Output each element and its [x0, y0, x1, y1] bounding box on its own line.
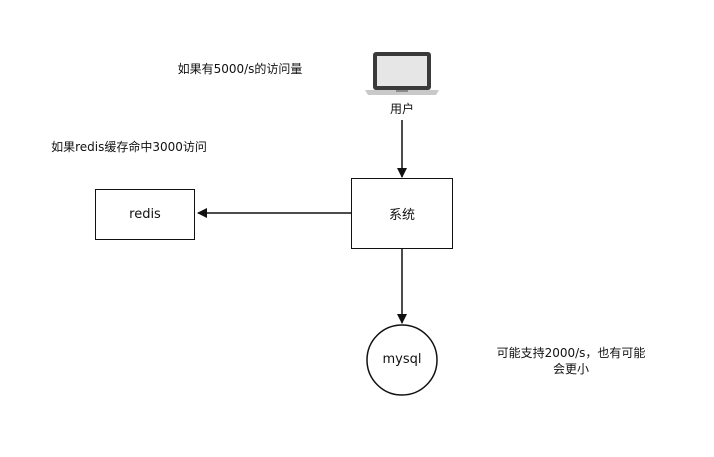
note-redis-hit: 如果redis缓存命中3000访问 [51, 140, 207, 154]
redis-node-label: redis [129, 207, 161, 222]
system-node-label: 系统 [388, 208, 415, 223]
mysql-node-label: mysql [382, 352, 422, 367]
note-traffic: 如果有5000/s的访问量 [177, 62, 303, 76]
note-mysql-capacity: 可能支持2000/s，也有可能会更小 [496, 346, 646, 376]
laptop-icon [365, 52, 439, 95]
user-label: 用户 [389, 102, 414, 116]
mysql-node-shape [366, 324, 438, 396]
redis-node: redis [95, 189, 195, 240]
system-node: 系统 [351, 178, 453, 249]
